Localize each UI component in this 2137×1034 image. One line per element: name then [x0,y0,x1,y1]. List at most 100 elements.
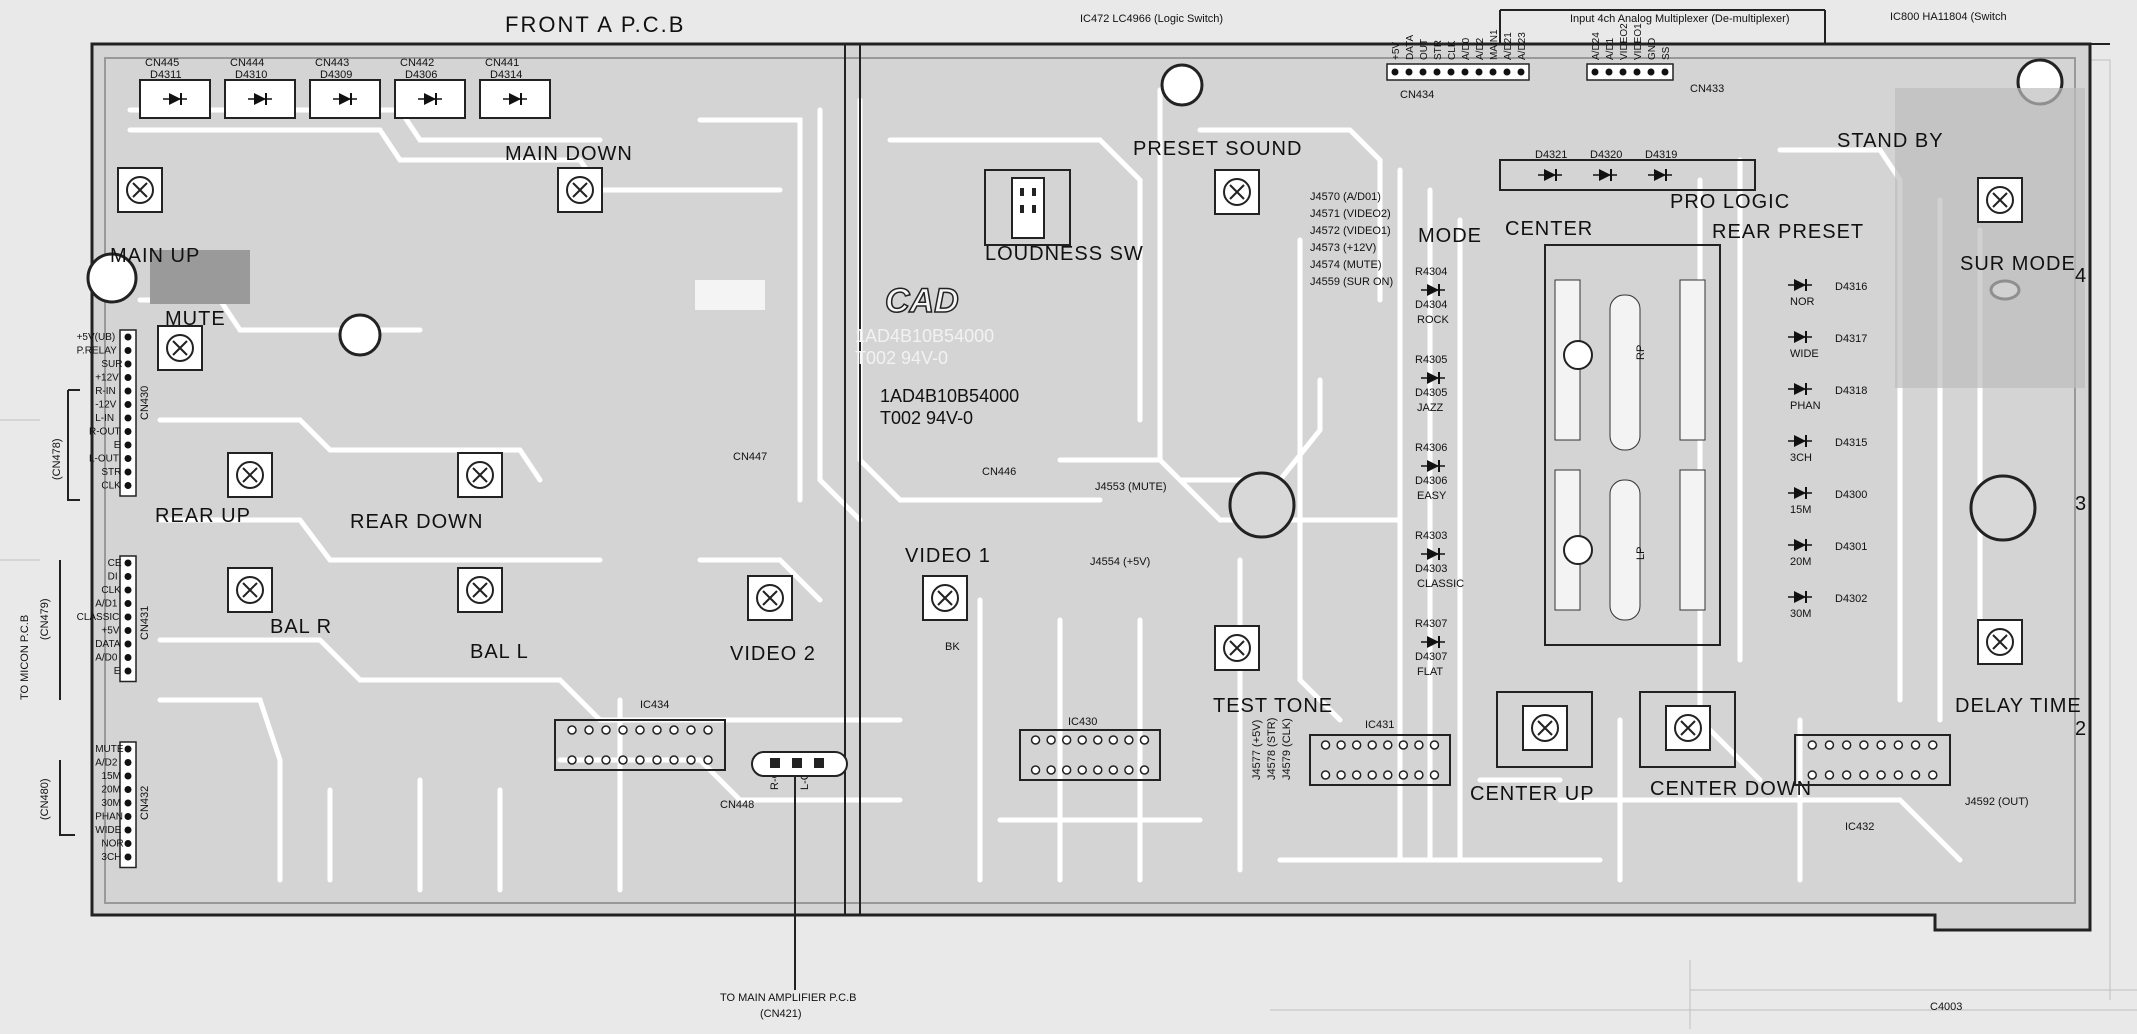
connector-pin-label: SUR [101,359,122,370]
cad-logo: CAD [885,282,959,320]
led-holder [479,79,551,119]
lp-label: LP [1635,547,1647,560]
label-mute: MUTE [165,308,226,330]
connector-pin-label: -12V [95,400,116,411]
rear-preset-name-label: 20M [1790,556,1811,568]
led-connector-label: CN445 [145,57,179,69]
label-rear-preset: REAR PRESET [1712,221,1864,243]
rear-preset-diode-label: D4317 [1835,333,1867,345]
rear-preset-name-label: NOR [1790,296,1815,308]
mounting-hole [86,252,138,304]
mode-resistor-label: R4304 [1415,266,1447,278]
mode-diode-label: D4304 [1415,299,1447,311]
label-main-down: MAIN DOWN [505,143,633,165]
connector-pin-label: L-OUT [89,454,119,465]
connector-pin-label: +5V [101,626,119,637]
label-test-tone: TEST TONE [1213,695,1333,717]
header-input: Input 4ch Analog Multiplexer (De-multipl… [1570,13,1790,25]
pro-logic-diode-label: D4319 [1645,149,1677,161]
led-connector-label: CN441 [485,57,519,69]
label-sur-mode: SUR MODE [1960,253,2076,275]
label-preset-sound: PRESET SOUND [1133,138,1302,160]
connector-pin-label: SS [1661,46,1672,60]
grid-number-3: 3 [2075,493,2087,515]
rotary-switch-icon [457,452,503,498]
rotary-switch-icon [1522,705,1568,751]
board-code-2b: T002 94V-0 [880,408,973,428]
cn431-label: CN431 [139,606,151,640]
label-rear-down: REAR DOWN [350,511,483,533]
mounting-hole [1228,471,1296,539]
rp-label: RP [1635,345,1647,360]
led-connector-label: CN443 [315,57,349,69]
header-ic800: IC800 HA11804 (Switch [1890,11,2007,23]
led-icon [418,93,442,105]
led-icon [1648,169,1672,181]
rear-preset-diode-label: D4302 [1835,593,1867,605]
connector-pin-label: CLK [1447,40,1458,60]
connector-pin-label: CLK [101,481,121,492]
mode-name-label: JAZZ [1417,402,1444,414]
connector-pin-label: DATA [1405,34,1416,60]
mode-resistor-label: R4306 [1415,442,1447,454]
connector-pin-label: +5V [1391,42,1402,60]
label-bal-l: BAL L [470,641,529,663]
connector-pin-label: 30M [101,798,120,809]
ic434-chip: IC434 [554,699,726,771]
ic431-chip: IC431 [1309,719,1451,786]
label-pro-logic: PRO LOGIC [1670,191,1790,213]
to-micon-line1: TO MICON P.C.B [19,615,31,700]
j4554-label: J4554 (+5V) [1090,556,1150,568]
loudness-switch [984,169,1071,246]
led-icon [1538,169,1562,181]
connector-pin-label: A/D2 [1475,37,1486,60]
center-updown-switches [1496,691,1736,768]
grid-number-4: 4 [2075,265,2087,287]
label-loudness-sw: LOUDNESS SW [985,243,1144,265]
mode-diode-label: D4305 [1415,387,1447,399]
jumper-label: J4574 (MUTE) [1310,259,1382,271]
connector-pin-label: DATA [95,639,121,650]
rear-preset-led-column: NORD4316WIDED4317PHAND43183CHD431515MD43… [1788,279,1867,620]
board-code-1b: T002 94V-0 [855,348,948,368]
led-icon [1788,487,1812,499]
grid-number-2: 2 [2075,718,2087,740]
rotary-switch-icon [747,575,793,621]
connector-pin-label: A/D0 [95,653,118,664]
connector-pin-label: WIDE [95,825,121,836]
mode-diode-label: D4307 [1415,651,1447,663]
cn478-label: (CN478) [51,438,63,480]
rotary-switch-icon [557,167,603,213]
connector-pin-label: A/D24 [1591,32,1602,60]
led-icon [1788,383,1812,395]
connector-pin-label: E [114,666,121,677]
rear-preset-diode-label: D4315 [1835,437,1867,449]
rear-preset-name-label: PHAN [1790,400,1821,412]
rear-preset-name-label: WIDE [1790,348,1819,360]
mode-name-label: FLAT [1417,666,1443,678]
rear-preset-name-label: 15M [1790,504,1811,516]
mode-diode-label: D4306 [1415,475,1447,487]
led-icon [1788,331,1812,343]
led-icon [333,93,357,105]
connector-pin-label: NOR [101,839,123,850]
label-center-down: CENTER DOWN [1650,778,1812,800]
label-delay-time: DELAY TIME [1955,695,2082,717]
top-led-row: CN445D4311CN444D4310CN443D4309CN442D4306… [139,57,551,119]
connector-pin-label: 15M [101,771,120,782]
left-connectors: +5V(UB)P.RELAYSUR+12VR-IN-12VL-INR-OUTEL… [77,329,151,869]
mode-led-column: R4304D4304ROCKR4305D4305JAZZR4306D4306EA… [1415,266,1464,678]
label-rear-up: REAR UP [155,505,251,527]
rear-preset-diode-label: D4316 [1835,281,1867,293]
board-code-1: 1AD4B10B54000 [855,326,994,346]
jumper-label: J4559 (SUR ON) [1310,276,1393,288]
mounting-hole [1160,63,1204,107]
rear-preset-diode-label: D4318 [1835,385,1867,397]
rotary-switch-icon [457,567,503,613]
connector-pin-label: GND [1647,38,1658,60]
rotary-switch-icon [157,325,203,371]
